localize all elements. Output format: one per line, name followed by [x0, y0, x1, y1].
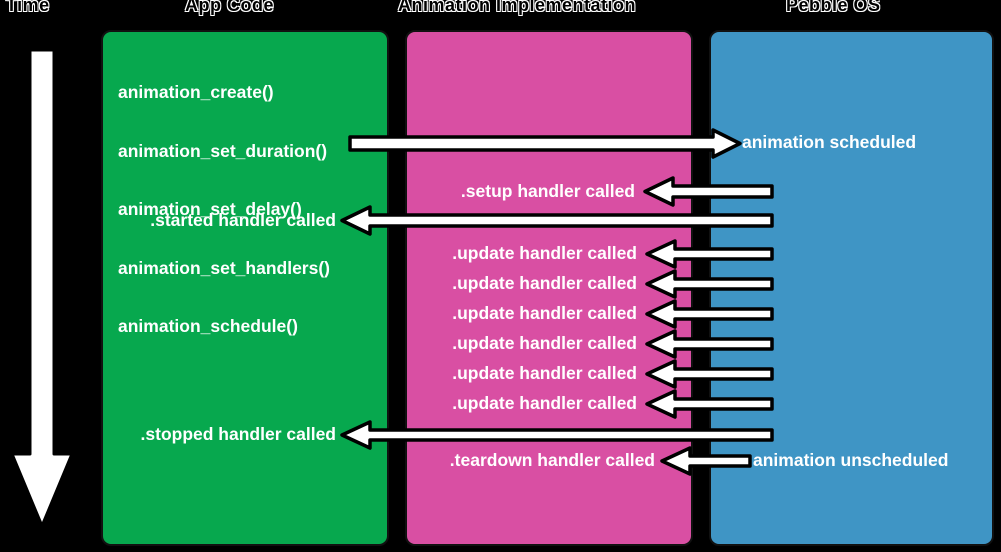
message-label-update-handler-6: .update handler called — [452, 393, 637, 413]
code-line: animation_set_duration() — [118, 140, 328, 161]
message-label-update-handler-1: .update handler called — [452, 243, 637, 263]
time-axis-arrow-icon — [10, 48, 74, 528]
app-code-call-list: animation_create() animation_set_duratio… — [118, 44, 330, 376]
message-label-animation-scheduled: animation scheduled — [742, 132, 917, 152]
column-header-time: Time — [5, 0, 50, 16]
code-line: animation_schedule() — [118, 316, 298, 336]
column-header-animation-implementation: Animation Implementation — [397, 0, 637, 16]
lifeline-app-code — [101, 30, 389, 546]
code-line: animation_create() — [118, 82, 274, 102]
message-label-stopped-handler: .stopped handler called — [140, 424, 336, 444]
lifeline-animation-implementation — [405, 30, 693, 546]
message-label-started-handler: .started handler called — [150, 210, 336, 230]
code-line: animation_set_delay() — [118, 199, 302, 219]
message-label-update-handler-2: .update handler called — [452, 273, 637, 293]
column-header-app-code: App Code — [184, 0, 274, 16]
message-label-animation-unscheduled: animation unscheduled — [753, 450, 949, 470]
message-label-update-handler-5: .update handler called — [452, 363, 637, 383]
message-label-update-handler-4: .update handler called — [452, 333, 637, 353]
message-label-teardown-handler: .teardown handler called — [449, 450, 655, 470]
message-label-update-handler-3: .update handler called — [452, 303, 637, 323]
code-line: animation_set_handlers() — [118, 257, 330, 278]
message-label-setup-handler: .setup handler called — [460, 181, 635, 201]
column-header-pebble-os: Pebble OS — [785, 0, 881, 16]
